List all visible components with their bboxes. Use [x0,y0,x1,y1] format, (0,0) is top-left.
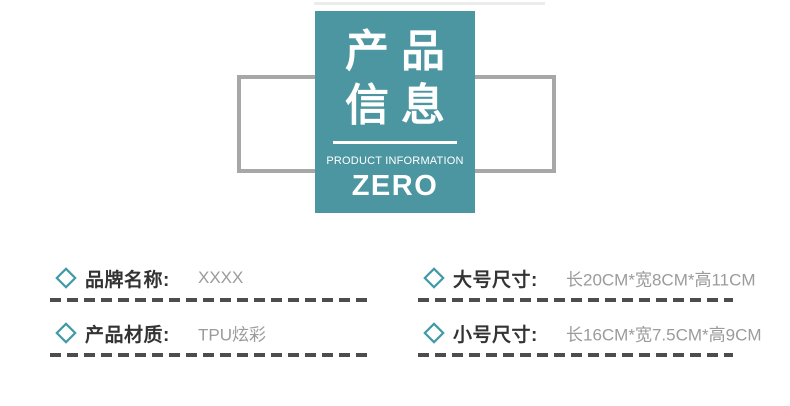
banner-brand-name: ZERO [351,170,439,202]
spec-row: 产品材质: TPU炫彩 [50,318,367,348]
diamond-icon [55,322,77,344]
spec-item-brand: 品牌名称: XXXX [50,263,367,302]
spec-value: 长20CM*宽8CM*高11CM [566,270,756,290]
spec-row: 大号尺寸: 长20CM*宽8CM*高11CM [418,263,763,293]
spec-item-large-size: 大号尺寸: 长20CM*宽8CM*高11CM [418,263,763,302]
diamond-icon [55,267,77,289]
spec-value: 长16CM*宽7.5CM*高9CM [566,325,762,345]
spec-label: 大号尺寸: [453,269,538,291]
dashed-underline [50,353,367,357]
spec-row: 品牌名称: XXXX [50,263,367,293]
banner-title: 产品 信息 [315,11,475,133]
spec-label: 产品材质: [85,324,170,346]
spec-value: XXXX [198,268,244,287]
dashed-underline [418,353,733,357]
banner-title-line2: 信息 [345,81,457,130]
spec-label: 品牌名称: [85,269,170,291]
spec-value: TPU炫彩 [198,325,266,345]
diamond-icon [423,322,445,344]
dashed-underline [50,298,367,302]
diamond-icon [423,267,445,289]
product-info-banner: 产品 信息 PRODUCT INFORMATION ZERO [315,11,475,213]
spec-label: 小号尺寸: [453,324,538,346]
dashed-underline [418,298,733,302]
banner-subtitle: PRODUCT INFORMATION [326,155,464,167]
spec-row: 小号尺寸: 长16CM*宽7.5CM*高9CM [418,318,763,348]
top-accent-line [314,2,545,5]
banner-title-line1: 产品 [345,27,457,76]
spec-item-material: 产品材质: TPU炫彩 [50,318,367,357]
spec-item-small-size: 小号尺寸: 长16CM*宽7.5CM*高9CM [418,318,763,357]
banner-divider-line [333,141,457,144]
